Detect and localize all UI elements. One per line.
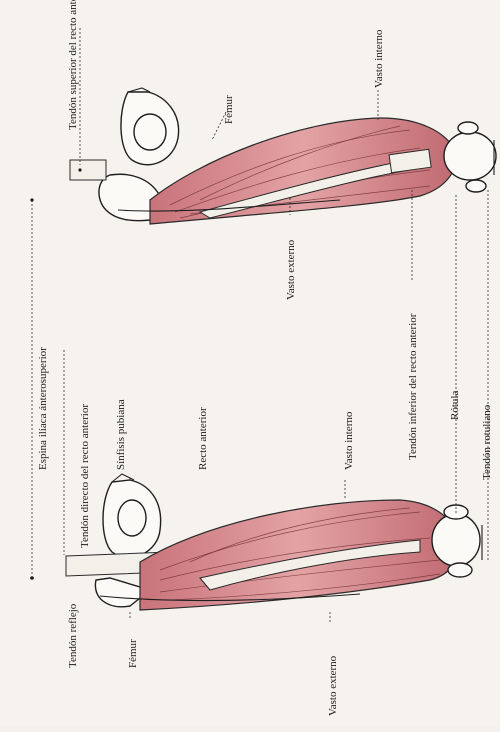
label-sinfisis: Sínfisis pubiana <box>115 399 127 470</box>
top-quadriceps-muscle <box>150 118 456 224</box>
top-figure <box>70 88 496 224</box>
label-tendon-superior: Tendón superior del recto anterior <box>67 0 79 130</box>
label-tendon-rotuliano: Tendón rotuliano <box>481 404 493 480</box>
top-knee-cap-lower <box>466 180 486 192</box>
bottom-acetabulum <box>118 500 146 536</box>
labels: Tendón superior del recto anterior Vasto… <box>37 0 493 716</box>
label-espina-iliaca: Espina ilíaca ánterosuperior <box>37 347 49 470</box>
leader-dot <box>30 576 34 580</box>
leader-dot <box>78 168 81 171</box>
bottom-patella <box>432 514 480 566</box>
label-vasto-externo-bottom: Vasto externo <box>327 655 339 716</box>
top-knee-cap-upper <box>458 122 478 134</box>
label-vasto-interno-bottom: Vasto interno <box>343 411 355 470</box>
bottom-figure <box>66 474 482 610</box>
bottom-knee-lower <box>448 563 472 577</box>
top-acetabulum <box>134 114 166 150</box>
label-femur-bottom: Fémur <box>127 639 139 668</box>
label-recto-anterior: Recto anterior <box>197 407 209 470</box>
label-vasto-interno-top: Vasto interno <box>373 29 385 88</box>
label-tendon-inferior: Tendón inferior del recto anterior <box>407 313 419 460</box>
top-tendon-superior <box>70 160 106 180</box>
label-vasto-externo-top: Vasto externo <box>285 239 297 300</box>
label-tendon-directo: Tendón directo del recto anterior <box>79 404 91 548</box>
top-patella <box>444 132 496 180</box>
leader-dot <box>30 198 33 201</box>
label-rotula: Rótula <box>449 391 461 420</box>
label-tendon-reflejo: Tendón reflejo <box>67 603 79 668</box>
bottom-quadriceps-muscle <box>140 500 459 610</box>
label-femur-top: Fémur <box>223 95 235 124</box>
